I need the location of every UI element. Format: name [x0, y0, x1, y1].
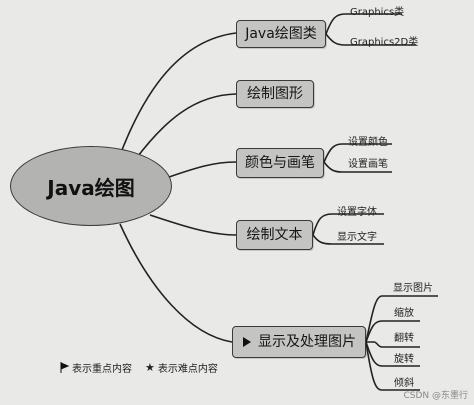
- leaf-set-font: 设置字体: [337, 207, 377, 218]
- branch-label: 显示及处理图片: [258, 334, 356, 350]
- leaf-scale: 缩放: [394, 308, 414, 319]
- flag-icon: [60, 362, 69, 373]
- central-topic: Java绘图: [10, 146, 172, 226]
- legend-difficult-point: ★ 表示难点内容: [145, 360, 218, 375]
- branch-draw-text: 绘制文本: [236, 220, 313, 250]
- leaf-set-pen: 设置画笔: [348, 159, 388, 170]
- leaf-shear: 倾斜: [394, 378, 414, 389]
- legend-key-point: 表示重点内容: [60, 360, 132, 375]
- leaf-flip: 翻转: [394, 333, 414, 344]
- leaf-graphics2d-class: Graphics2D类: [350, 37, 419, 48]
- leaf-show-image: 显示图片: [393, 283, 433, 294]
- branch-label: Java绘图类: [245, 26, 317, 42]
- leaf-graphics-class: Graphics类: [350, 7, 405, 18]
- branch-java-graphics-class: Java绘图类: [236, 20, 326, 48]
- leaf-show-text: 显示文字: [337, 232, 377, 243]
- leaf-rotate: 旋转: [394, 354, 414, 365]
- branch-label: 绘制文本: [246, 227, 303, 243]
- branch-draw-shapes: 绘制图形: [236, 80, 314, 108]
- legend-key-point-label: 表示重点内容: [72, 364, 132, 375]
- star-icon: ★: [145, 361, 155, 374]
- legend-difficult-point-label: 表示难点内容: [157, 364, 218, 375]
- key-point-flag-icon: [243, 337, 251, 347]
- leaf-set-color: 设置颜色: [348, 137, 388, 148]
- branch-image-processing: 显示及处理图片: [232, 326, 366, 358]
- branch-color-and-pen: 颜色与画笔: [236, 148, 324, 178]
- branch-label: 绘制图形: [247, 86, 303, 102]
- watermark: CSDN @东墨行: [403, 391, 468, 401]
- branch-label: 颜色与画笔: [245, 155, 315, 171]
